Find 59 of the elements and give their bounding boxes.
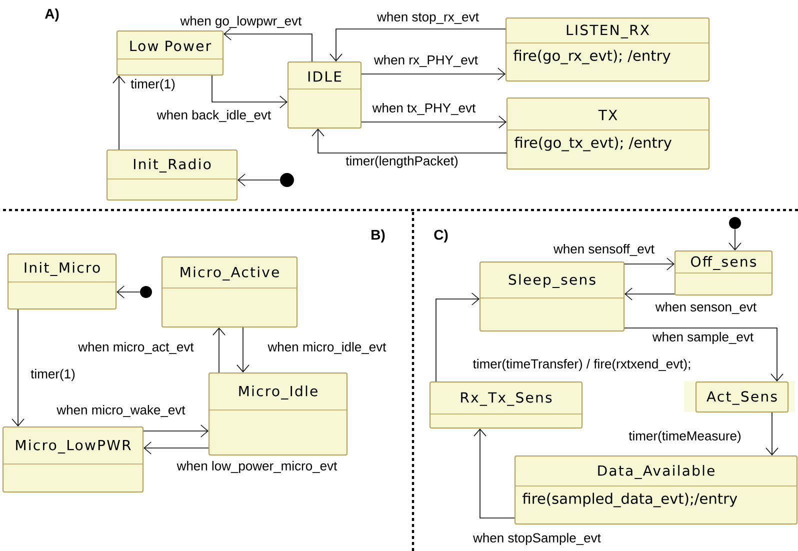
arrow: [112, 76, 126, 150]
state-box: TX fire(go_tx_evt); /entry: [506, 98, 710, 170]
state-box: Data_Available fire(sampled_data_evt);/entry: [514, 456, 798, 524]
initial-state-dot: [729, 217, 741, 229]
state-box: Init_Radio: [106, 150, 238, 200]
arrow: [330, 28, 506, 62]
edge-label: timer(1): [130, 78, 176, 92]
arrow: [436, 292, 480, 382]
edge-label: when rx_PHY_evt: [373, 54, 479, 68]
arrow: [474, 428, 515, 518]
arrow: [624, 328, 784, 382]
edge-label: when stop_rx_evt: [376, 11, 480, 25]
panel-label: B): [372, 229, 385, 243]
edge-label: when senson_evt: [654, 302, 758, 314]
state-box: LISTEN_RX fire(go_rx_evt); /entry: [506, 18, 710, 82]
edge-label: timer(lengthPacket): [345, 155, 459, 169]
arrow: [238, 174, 280, 186]
arrow: [766, 412, 778, 456]
state-box: Init_Micro: [8, 254, 116, 310]
edge-label: when sample_evt: [652, 331, 754, 345]
arrow: [224, 28, 312, 62]
panel-label: C): [434, 229, 448, 243]
state-box: Micro_Active: [162, 256, 298, 328]
arrow: [143, 424, 208, 438]
arrow: [236, 327, 250, 372]
state-box: Off_sens: [674, 250, 772, 296]
edge-label: when micro_idle_evt: [267, 342, 387, 354]
edge-label: when tx_PHY_evt: [372, 102, 476, 116]
arrow: [361, 116, 506, 128]
initial-state-dot: [280, 173, 294, 187]
edge-label: timer(1): [30, 368, 76, 382]
arrow: [212, 328, 226, 373]
state-box: Micro_Idle: [208, 372, 348, 456]
edge-label: when micro_act_evt: [78, 342, 194, 354]
panel-label: A): [44, 8, 59, 22]
arrow: [624, 288, 675, 300]
arrow: [728, 228, 742, 250]
state-box: Rx_Tx_Sens: [430, 382, 582, 428]
arrow: [624, 258, 674, 270]
edge-label: when micro_wake_evt: [56, 404, 186, 418]
edge-label: when go_lowpwr_evt: [180, 15, 302, 29]
edge-label: when back_idle_evt: [156, 110, 272, 122]
edge-label: when sensoff_evt: [553, 244, 655, 256]
arrow: [312, 128, 507, 154]
state-box: IDLE: [288, 62, 362, 128]
state-box: Act_Sens: [684, 381, 795, 412]
arrow: [116, 286, 140, 298]
arrow: [144, 442, 209, 454]
arrow: [12, 309, 24, 426]
arrow: [212, 75, 288, 108]
arrow: [361, 68, 506, 80]
state-box: Low Power: [116, 30, 224, 76]
state-box: Sleep_sens: [480, 262, 624, 332]
state-box: Micro_LowPWR: [2, 426, 144, 492]
edge-label: timer(timeMeasure): [628, 430, 742, 444]
edge-label: when low_power_micro_evt: [176, 460, 338, 474]
initial-state-dot: [140, 286, 152, 298]
edge-label: when stopSample_evt: [472, 532, 602, 546]
edge-label: timer(timeTransfer) / fire(rxtxend_evt);: [472, 358, 692, 372]
